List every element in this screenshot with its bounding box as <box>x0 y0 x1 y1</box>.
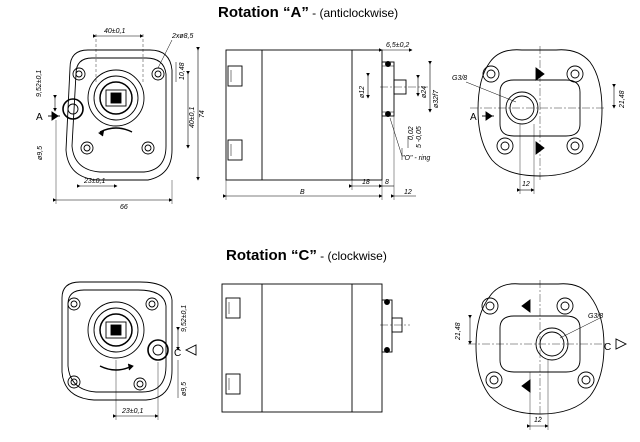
dim-side-a-65: 6,5±0,2 <box>386 42 409 49</box>
dim-front-a-holes: 2xø8,5 <box>171 33 194 40</box>
dim-side-a-002: 0,02 <box>408 126 415 140</box>
dim-front-a-1048: 10,48 <box>179 62 186 80</box>
dim-rear-c-12: 12 <box>534 417 542 424</box>
title-rotation-a-sub: - (anticlockwise) <box>308 6 399 20</box>
o-ring-label: "O" - ring <box>402 155 430 162</box>
title-rotation-c-sub: - (clockwise) <box>316 249 387 263</box>
side-view-a-labels: 6,5±0,2 ø12 ø24 ø32f7 0,02 5 -0,05 "O" -… <box>300 42 440 196</box>
dim-rear-a-2148: 21,48 <box>619 90 626 109</box>
side-view-a <box>223 48 432 200</box>
front-view-a <box>48 34 200 204</box>
title-rotation-a-bold: Rotation “A” <box>218 4 309 21</box>
dim-side-a-8: 8 <box>385 179 389 186</box>
rear-view-c-labels: G3/8 21,48 12 C <box>455 313 611 424</box>
title-rotation-c-bold: Rotation “C” <box>226 247 317 264</box>
dim-rear-a-g38: G3/8 <box>452 75 467 82</box>
dim-rear-c-g38: G3/8 <box>588 313 603 320</box>
port-label-rear-c: C <box>604 342 611 353</box>
rear-view-a <box>465 46 616 194</box>
front-view-c-labels: 9,52±0,1 ø9,5 23±0,1 C <box>121 305 188 415</box>
dim-side-a-12b: 12 <box>404 189 412 196</box>
dim-front-a-952: 9,52±0,1 <box>36 70 43 97</box>
dim-front-a-40-vert: 40±0,1 <box>189 107 196 128</box>
dim-side-a-24: ø24 <box>421 86 428 98</box>
dim-front-a-23: 23±0,1 <box>83 178 105 185</box>
port-label-rear-a: A <box>470 112 477 123</box>
dim-front-a-74: 74 <box>199 110 206 118</box>
dim-front-c-23: 23±0,1 <box>121 408 143 415</box>
dim-side-a-18: 18 <box>362 179 370 186</box>
dim-rear-c-2148: 21,48 <box>455 322 462 341</box>
front-view-c <box>61 281 197 420</box>
side-view-c <box>221 283 410 413</box>
rear-view-c <box>468 280 628 430</box>
dim-front-a-40-top: 40±0,1 <box>104 28 125 35</box>
dim-front-a-66: 66 <box>120 204 128 211</box>
dim-side-a-5: 5 -0,05 <box>416 126 423 148</box>
rear-view-a-labels: G3/8 21,48 12 A <box>452 75 626 188</box>
dim-side-a-32: ø32f7 <box>433 89 440 108</box>
dim-front-a-95: ø9,5 <box>37 146 44 160</box>
title-rotation-a: Rotation “A” - (anticlockwise) <box>218 4 398 22</box>
front-view-a-labels: 40±0,1 2xø8,5 9,52±0,1 ø9,5 10,48 40±0,1… <box>36 28 206 211</box>
port-label-front-c: C <box>174 348 181 359</box>
port-label-front-a: A <box>36 112 43 123</box>
dim-side-a-b: B <box>300 189 305 196</box>
title-rotation-c: Rotation “C” - (clockwise) <box>226 247 387 265</box>
dim-rear-a-12: 12 <box>522 181 530 188</box>
dim-front-c-95: ø9,5 <box>181 382 188 396</box>
dim-front-c-952: 9,52±0,1 <box>181 305 188 332</box>
dim-side-a-12: ø12 <box>359 86 366 98</box>
